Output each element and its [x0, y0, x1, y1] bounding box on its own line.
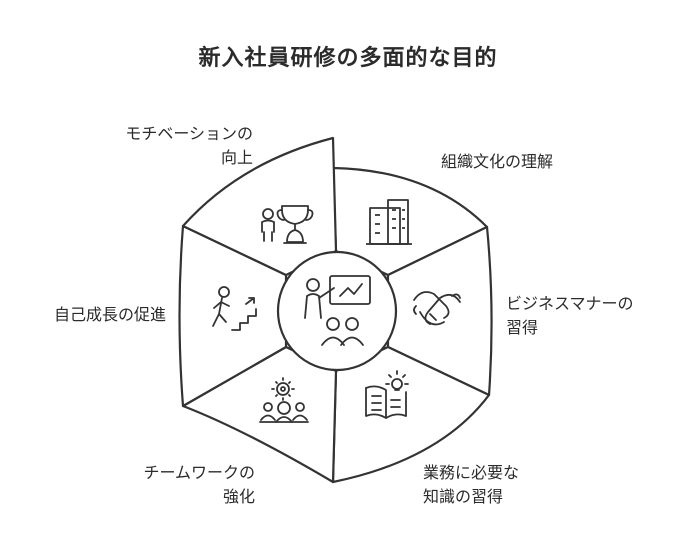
- trophy-person-icon: [261, 205, 314, 244]
- handshake-icon: [413, 291, 461, 326]
- person-climbing-stairs-icon: [212, 286, 257, 331]
- label-self-growth: 自己成長の促進: [53, 305, 166, 324]
- label-business-manners: ビジネスマナーの 習得: [506, 294, 634, 337]
- label-teamwork: チームワークの 強化: [143, 463, 255, 506]
- segment-motivation: [181, 136, 338, 277]
- diagram-title: 新入社員研修の多面的な目的: [198, 46, 498, 71]
- center-hub: [276, 250, 398, 372]
- label-job-knowledge: 業務に必要な 知識の習得: [423, 463, 520, 506]
- presenter-teaching-group-icon: [304, 275, 371, 346]
- team-gear-icon: [259, 377, 309, 423]
- label-organization-culture: 組織文化の理解: [441, 152, 554, 171]
- label-motivation: モチベーションの 向上: [125, 124, 253, 167]
- book-lightbulb-icon: [365, 370, 409, 419]
